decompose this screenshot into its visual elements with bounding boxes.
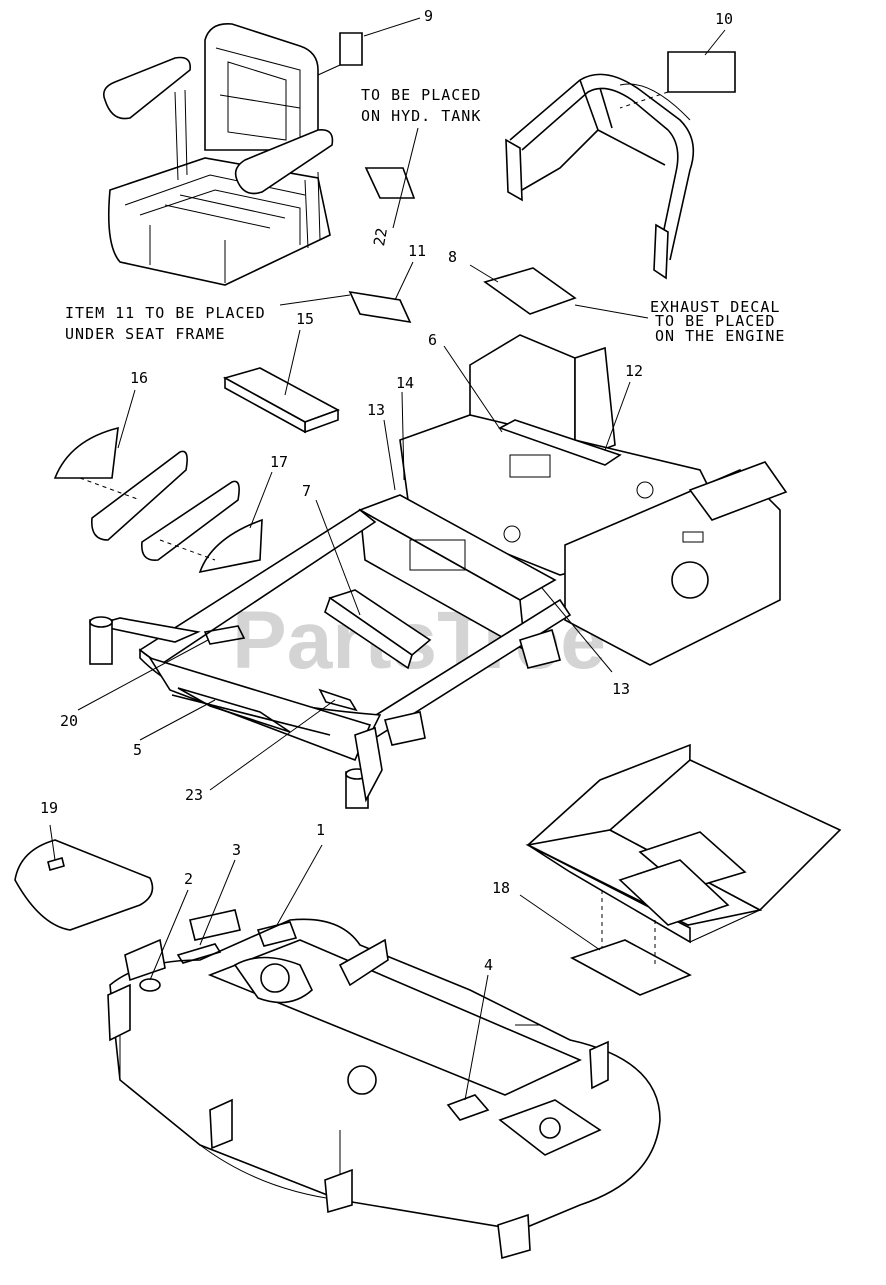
decal-4 — [446, 1094, 490, 1121]
callout-12: 12 — [625, 362, 643, 380]
decal-1 — [256, 921, 298, 947]
note-exhaust-line2: TO BE PLACED — [655, 312, 775, 330]
main-frame — [89, 334, 788, 809]
decal-11 — [348, 290, 412, 324]
callout-23: 23 — [185, 786, 203, 804]
callout-22: 22 — [370, 227, 391, 248]
callout-17: 17 — [270, 453, 288, 471]
callout-13-top: 13 — [367, 401, 385, 419]
callout-9: 9 — [424, 7, 433, 25]
floor-panel-18 — [525, 743, 842, 944]
mower-deck — [107, 909, 661, 1260]
note-exhaust-line3: ON THE ENGINE — [655, 327, 785, 345]
callout-18: 18 — [492, 879, 510, 897]
decal-10 — [667, 51, 736, 93]
callout-8: 8 — [448, 248, 457, 266]
bracket-15 — [222, 367, 340, 434]
decal-18 — [570, 939, 692, 996]
note-item11-line2: UNDER SEAT FRAME — [65, 325, 226, 343]
seat — [102, 23, 334, 286]
callout-6: 6 — [428, 331, 437, 349]
cover-19 — [14, 839, 154, 931]
callout-4: 4 — [484, 956, 493, 974]
note-hyd-line2: ON HYD. TANK — [361, 107, 481, 125]
decal-8 — [483, 267, 577, 315]
callout-3: 3 — [232, 841, 241, 859]
callout-20: 20 — [60, 712, 78, 730]
roll-bar — [505, 73, 695, 280]
decal-22 — [364, 167, 416, 199]
callout-7: 7 — [302, 482, 311, 500]
callout-1: 1 — [316, 821, 325, 839]
decal-3 — [176, 943, 222, 964]
note-exhaust-line1: EXHAUST DECAL — [650, 298, 780, 316]
callout-2: 2 — [184, 870, 193, 888]
callout-19: 19 — [40, 799, 58, 817]
callout-15: 15 — [296, 310, 314, 328]
decal-9 — [339, 32, 363, 66]
callout-5: 5 — [133, 741, 142, 759]
side-panels — [53, 426, 263, 574]
callout-16: 16 — [130, 369, 148, 387]
callout-14: 14 — [396, 374, 414, 392]
note-item11-line1: ITEM 11 TO BE PLACED — [65, 304, 266, 322]
callout-11: 11 — [408, 242, 426, 260]
callout-13-bottom: 13 — [612, 680, 630, 698]
note-hyd-line1: TO BE PLACED — [361, 86, 481, 104]
callout-10: 10 — [715, 10, 733, 28]
